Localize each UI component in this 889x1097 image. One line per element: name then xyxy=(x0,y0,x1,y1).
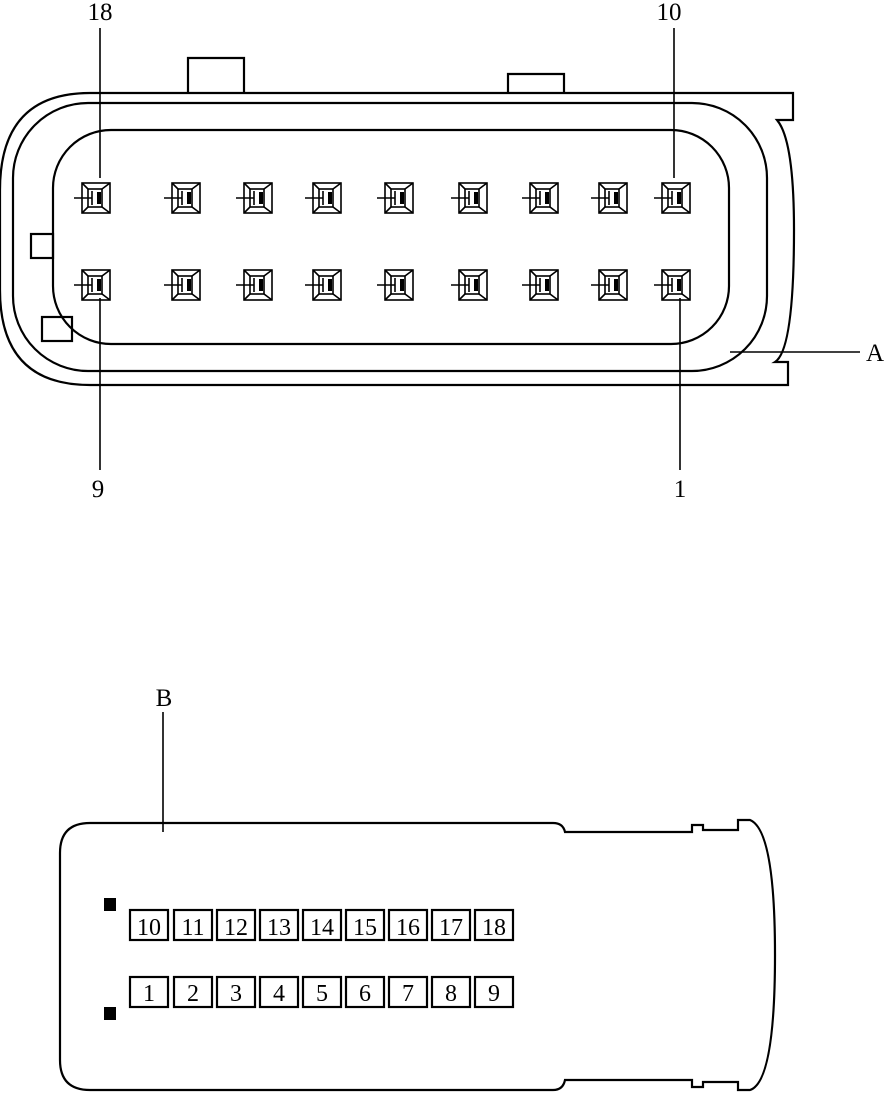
connector-b: 10 11 12 13 14 15 16 17 18 1 2 3 4 xyxy=(58,712,777,1092)
cell-label: 8 xyxy=(445,981,457,1007)
connector-b-bottom-row: 1 2 3 4 5 6 7 8 9 xyxy=(128,975,515,1009)
cell-box xyxy=(387,975,429,1009)
cell-label: 13 xyxy=(267,915,291,941)
terminal-pin xyxy=(654,269,691,301)
connector-b-body xyxy=(58,818,777,1092)
terminal-pin xyxy=(522,182,559,214)
terminal-pin xyxy=(236,182,273,214)
cell-box xyxy=(473,908,515,942)
connector-a-outer-housing xyxy=(0,91,796,387)
cell-label: 18 xyxy=(482,915,506,941)
connector-a-key-bottom xyxy=(40,315,74,343)
connector-a-latch-right xyxy=(506,72,566,93)
terminal-pin xyxy=(305,182,342,214)
label-pin-1: 1 xyxy=(674,476,687,503)
cell-box xyxy=(128,975,170,1009)
cell-box xyxy=(473,975,515,1009)
cell-box xyxy=(258,975,300,1009)
connector-a-shell xyxy=(11,101,769,373)
terminal-pin xyxy=(164,182,201,214)
label-b: B xyxy=(156,685,173,712)
cell-label: 10 xyxy=(137,915,161,941)
cell-box xyxy=(430,908,472,942)
terminal-pin xyxy=(74,269,111,301)
connector-b-top-row: 10 11 12 13 14 15 16 17 18 xyxy=(128,908,515,942)
cell-label: 1 xyxy=(143,981,155,1007)
terminal-pin xyxy=(377,269,414,301)
cell-label: 3 xyxy=(230,981,242,1007)
connector-a-latch-left xyxy=(186,56,246,93)
cell-label: 2 xyxy=(187,981,199,1007)
cell-box xyxy=(172,908,214,942)
cell-box xyxy=(344,908,386,942)
terminal-pin xyxy=(164,269,201,301)
cell-box xyxy=(128,908,170,942)
terminal-pin xyxy=(654,182,691,214)
cell-box xyxy=(430,975,472,1009)
terminal-pin xyxy=(522,269,559,301)
cell-label: 5 xyxy=(316,981,328,1007)
connector-a-cavity xyxy=(51,128,731,346)
cell-label: 7 xyxy=(402,981,414,1007)
cell-box xyxy=(387,908,429,942)
terminal-pin xyxy=(451,269,488,301)
cell-label: 12 xyxy=(224,915,248,941)
cell-label: 16 xyxy=(396,915,420,941)
cell-label: 9 xyxy=(488,981,500,1007)
label-a: A xyxy=(866,340,884,367)
terminal-pin xyxy=(236,269,273,301)
cell-box xyxy=(301,975,343,1009)
terminal-pin xyxy=(377,182,414,214)
cell-box xyxy=(344,975,386,1009)
connector-a-pins xyxy=(74,182,691,301)
label-pin-9: 9 xyxy=(92,476,105,503)
label-pin-10: 10 xyxy=(657,0,682,26)
cell-label: 15 xyxy=(353,915,377,941)
cell-label: 14 xyxy=(310,915,334,941)
terminal-pin xyxy=(74,182,111,214)
cell-box xyxy=(258,908,300,942)
terminal-pin xyxy=(451,182,488,214)
cell-label: 4 xyxy=(273,981,285,1007)
cell-box xyxy=(172,975,214,1009)
label-pin-18: 18 xyxy=(88,0,113,26)
polarity-marker-top xyxy=(104,898,116,911)
cell-label: 11 xyxy=(181,915,204,941)
cell-box xyxy=(215,975,257,1009)
polarity-marker-bottom xyxy=(104,1007,116,1020)
terminal-pin xyxy=(305,269,342,301)
terminal-pin xyxy=(591,182,628,214)
cell-box xyxy=(301,908,343,942)
cell-box xyxy=(215,908,257,942)
connector-a xyxy=(0,28,860,470)
connector-a-key-left xyxy=(29,232,55,260)
terminal-pin xyxy=(591,269,628,301)
cell-label: 17 xyxy=(439,915,463,941)
cell-label: 6 xyxy=(359,981,371,1007)
